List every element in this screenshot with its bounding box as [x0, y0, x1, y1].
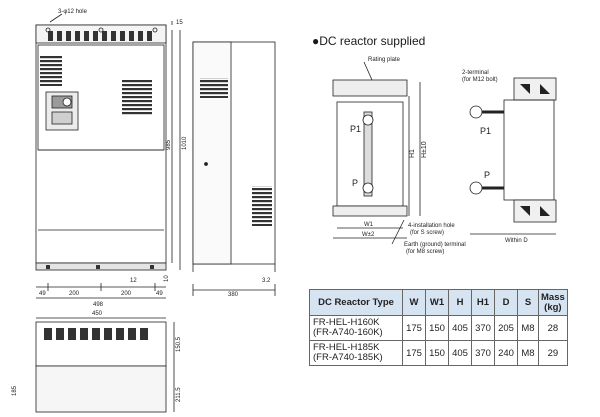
coil-top — [513, 77, 557, 101]
vent-grille-right-top — [122, 80, 152, 116]
table-row: FR-HEL-H185K (FR-A740-185K) 175 150 405 … — [309, 340, 568, 366]
w1-label: W1 — [364, 222, 374, 228]
p1-side-label: P1 — [480, 126, 491, 136]
bottom-view: 450 185 150.5 211.5 — [12, 311, 182, 413]
header-mass: Mass (kg) — [538, 289, 568, 316]
dim-bottom-width: 450 — [92, 311, 103, 317]
install-hole-label-2: (for S screw) — [410, 230, 444, 236]
cell-h: 405 — [448, 340, 472, 366]
side-terminal-p — [469, 181, 483, 195]
hole-center — [98, 27, 104, 33]
row-type: FR-HEL-H185K (FR-A740-185K) — [313, 342, 383, 363]
hole-left — [45, 27, 51, 33]
bus-bar — [363, 111, 373, 197]
h1-label: H1 — [409, 149, 416, 158]
side-terminal-p1 — [469, 105, 483, 119]
cell-s: M8 — [517, 315, 539, 341]
p-front-label: P — [352, 178, 358, 188]
cell-s: M8 — [517, 340, 539, 366]
cell-w1: 150 — [425, 315, 449, 341]
p1-front-label: P1 — [350, 124, 361, 134]
earth-label-1: Earth (ground) terminal — [404, 242, 466, 248]
header-h: H — [448, 289, 472, 316]
dim-span-a: 200 — [69, 291, 80, 297]
reactor-side-view: 2-terminal (for M12 bolt) P1 P Within D — [462, 70, 557, 244]
rating-plate-label: Rating plate — [368, 57, 401, 63]
cell-h1: 370 — [471, 315, 495, 341]
dim-foot: 12 — [130, 278, 137, 284]
p-side-label: P — [484, 170, 490, 180]
reactor-title: ●DC reactor supplied — [312, 34, 426, 48]
w-label: W±2 — [362, 232, 375, 238]
terminal-note-2: (for M12 bolt) — [462, 77, 498, 83]
cell-d: 205 — [494, 315, 518, 341]
reactor-top-bracket — [332, 79, 408, 97]
cell-mass: 28 — [538, 315, 568, 341]
hole-leader — [49, 13, 63, 23]
terminal-note-1: 2-terminal — [462, 70, 489, 76]
panel-keys — [51, 111, 73, 125]
cell-h1: 370 — [471, 340, 495, 366]
cell-mass: 29 — [538, 340, 568, 366]
header-w1: W1 — [425, 289, 449, 316]
side-front-strip — [192, 41, 232, 265]
foot-studs — [46, 265, 154, 269]
cell-h: 405 — [448, 315, 472, 341]
dim-inner-height: 985 — [166, 139, 172, 150]
header-d: D — [494, 289, 518, 316]
dim-total-height: 1010 — [182, 136, 188, 150]
header-s: S — [517, 289, 539, 316]
header-h1: H1 — [471, 289, 495, 316]
side-screw — [204, 162, 208, 166]
dim-bottom-h2: 150.5 — [176, 336, 182, 352]
hole-right — [152, 27, 158, 33]
dim-bottom-h1: 185 — [12, 385, 18, 396]
panel-dial — [62, 97, 72, 107]
table-row: FR-HEL-H160K (FR-A740-160K) 175 150 405 … — [309, 315, 568, 341]
dim-span-b: 200 — [121, 291, 132, 297]
header-w: W — [402, 289, 426, 316]
dim-right-margin: 49 — [156, 291, 163, 297]
front-view: 3-φ12 hole 15 985 1010 10 49 200 200 49 … — [35, 9, 188, 308]
reactor-spec-table: DC Reactor Type W W1 H H1 D S Mass (kg) … — [309, 289, 568, 366]
hole-label: 3-φ12 hole — [58, 9, 88, 15]
cell-w: 175 — [402, 315, 426, 341]
install-hole-label-1: 4-installation hole — [408, 223, 455, 229]
terminal-p — [362, 182, 374, 194]
coil-bottom — [513, 199, 557, 223]
cell-w1: 150 — [425, 340, 449, 366]
side-lower-vent — [252, 186, 272, 226]
dim-total-width: 498 — [93, 302, 104, 308]
terminal-p1 — [362, 114, 374, 126]
side-top-vent — [200, 78, 228, 98]
side-view: 380 3.2 — [192, 41, 276, 298]
reactor-front-view: Rating plate P1 P H1 H±10 W1 W±2 4-insta… — [332, 57, 466, 255]
coil-top-mark — [520, 84, 530, 94]
dim-top: 15 — [176, 20, 183, 26]
cell-w: 175 — [402, 340, 426, 366]
within-d-label: Within D — [505, 238, 528, 244]
cell-d: 240 — [494, 340, 518, 366]
terminal-block — [44, 328, 148, 340]
row-type: FR-HEL-H160K (FR-A740-160K) — [313, 317, 383, 338]
reactor-bottom-bracket — [332, 205, 408, 217]
bottom-base — [35, 365, 167, 413]
vent-grille-left — [40, 56, 62, 86]
reactor-side-body — [503, 99, 555, 201]
top-vent-slots — [48, 31, 152, 41]
coil-top-mark-2 — [540, 84, 550, 94]
earth-label-2: (for M8 screw) — [406, 249, 444, 255]
dim-left-margin: 49 — [39, 291, 46, 297]
table-header-row: DC Reactor Type W W1 H H1 D S Mass (kg) — [309, 289, 568, 316]
coil-bottom-mark-2 — [540, 206, 550, 216]
h10-label: H±10 — [421, 141, 428, 158]
dim-bottom: 10 — [164, 275, 170, 282]
dim-depth: 380 — [228, 292, 239, 298]
dim-bottom-h3: 211.5 — [176, 387, 182, 402]
dim-offset: 3.2 — [262, 278, 271, 284]
front-foot — [35, 262, 167, 271]
coil-bottom-mark — [520, 206, 530, 216]
header-type: DC Reactor Type — [309, 289, 403, 316]
